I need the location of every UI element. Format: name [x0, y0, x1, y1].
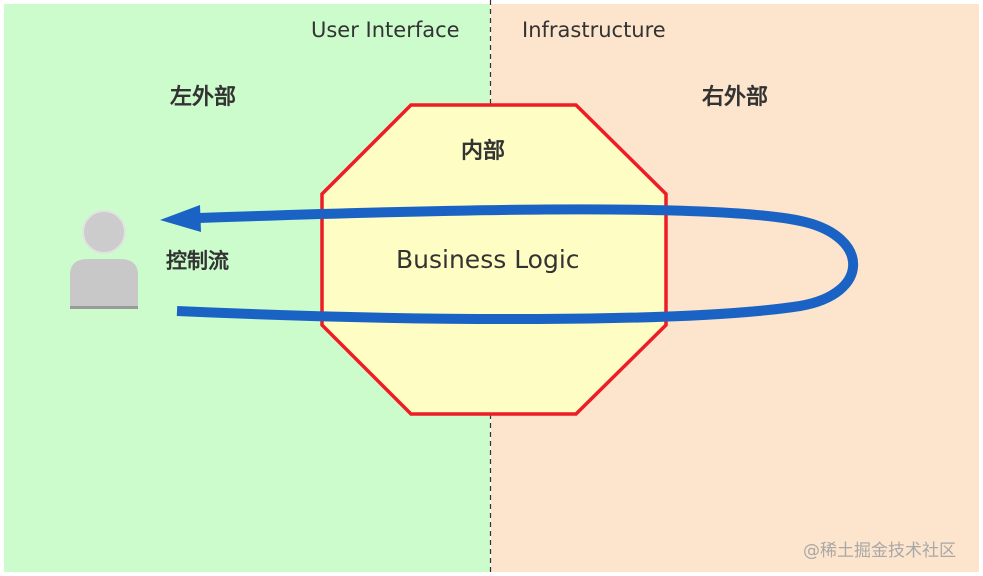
infrastructure-label: Infrastructure [522, 18, 666, 42]
control-flow-arrow [176, 204, 859, 325]
business-logic-label: Business Logic [396, 245, 580, 274]
control-flow-label: 控制流 [166, 249, 229, 273]
left-outside-label: 左外部 [170, 85, 237, 110]
user-interface-label: User Interface [311, 18, 460, 42]
inside-label: 内部 [461, 139, 506, 164]
business-logic-octagon [320, 103, 668, 416]
arrowhead-icon [160, 205, 201, 232]
watermark: @稀土掘金技术社区 [803, 541, 956, 561]
user-icon [70, 210, 138, 309]
right-outside-label: 右外部 [702, 85, 769, 110]
